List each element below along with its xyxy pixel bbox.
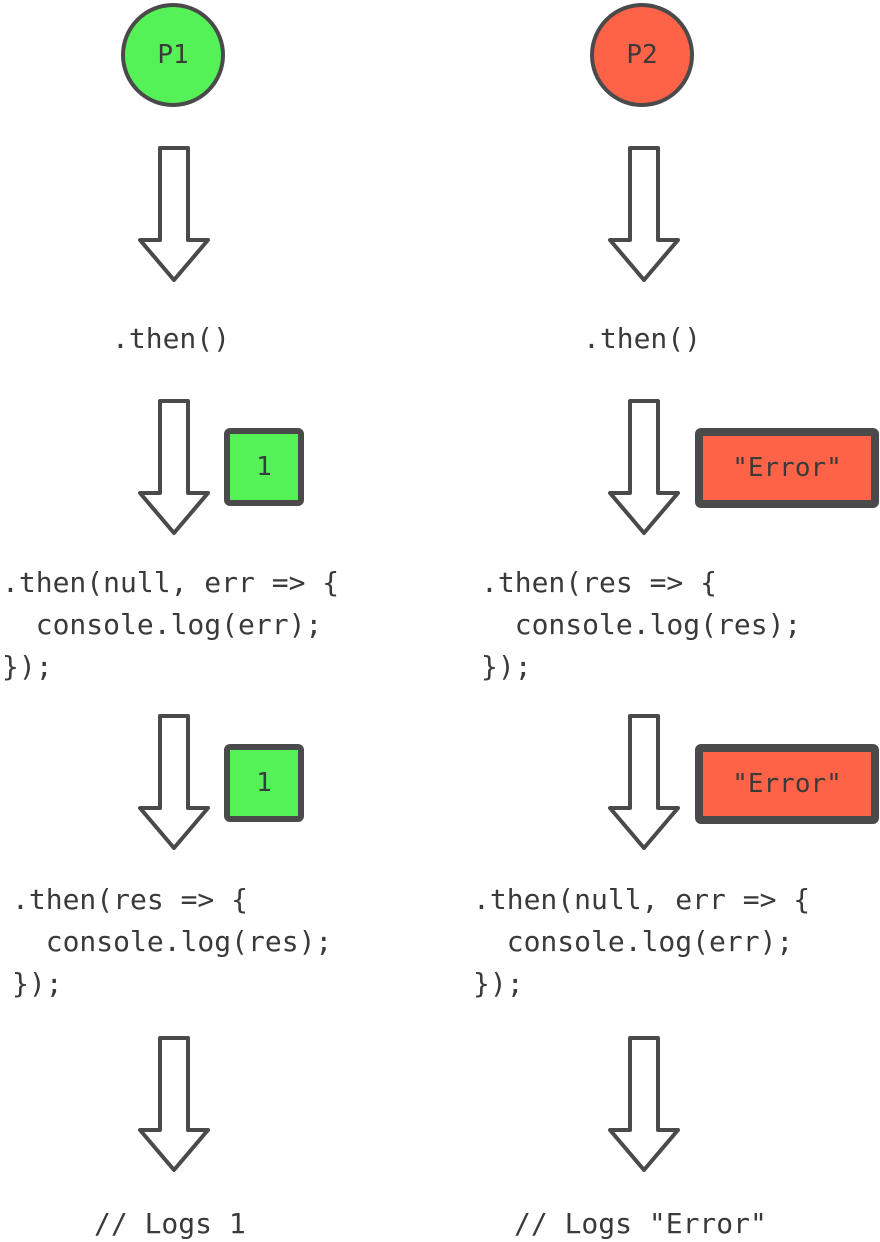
- promise-node-p2: P2: [590, 3, 694, 107]
- down-arrow-icon: [138, 1036, 210, 1172]
- down-arrow-icon: [608, 146, 680, 282]
- code-line: console.log(res);: [12, 925, 333, 958]
- code-line: console.log(err);: [2, 608, 323, 641]
- down-arrow-icon: [138, 399, 210, 535]
- down-arrow-icon: [608, 714, 680, 850]
- code-line: });: [2, 650, 53, 683]
- code-line: .then(null, err => {: [473, 883, 811, 916]
- value-badge: 1: [224, 428, 304, 506]
- error-badge: "Error": [695, 428, 879, 508]
- promise-node-label: P2: [626, 40, 658, 70]
- error-badge-label: "Error": [732, 769, 842, 799]
- code-line: .then(res => {: [481, 566, 718, 599]
- value-badge: 1: [224, 744, 304, 822]
- code-block-catch: .then(null, err => { console.log(err); }…: [2, 562, 339, 688]
- code-line: });: [12, 967, 63, 1000]
- down-arrow-icon: [138, 146, 210, 282]
- code-block-then: .then(res => { console.log(res); });: [12, 879, 332, 1005]
- down-arrow-icon: [608, 1036, 680, 1172]
- promise-node-p1: P1: [121, 3, 225, 107]
- code-line: .then(res => {: [12, 883, 249, 916]
- code-block-then: .then(res => { console.log(res); });: [481, 562, 801, 688]
- down-arrow-icon: [608, 399, 680, 535]
- code-line: console.log(err);: [473, 925, 794, 958]
- code-line: });: [481, 650, 532, 683]
- log-result-label: // Logs "Error": [514, 1207, 767, 1240]
- then-call-label: .then(): [583, 322, 702, 355]
- log-result-label: // Logs 1: [94, 1207, 246, 1240]
- value-badge-label: 1: [256, 452, 272, 482]
- value-badge-label: 1: [256, 768, 272, 798]
- code-line: .then(null, err => {: [2, 566, 340, 599]
- down-arrow-icon: [138, 714, 210, 850]
- code-line: console.log(res);: [481, 608, 802, 641]
- code-block-catch: .then(null, err => { console.log(err); }…: [473, 879, 810, 1005]
- error-badge-label: "Error": [732, 453, 842, 483]
- error-badge: "Error": [695, 744, 879, 824]
- then-call-label: .then(): [112, 322, 231, 355]
- promise-node-label: P1: [157, 40, 189, 70]
- code-line: });: [473, 967, 524, 1000]
